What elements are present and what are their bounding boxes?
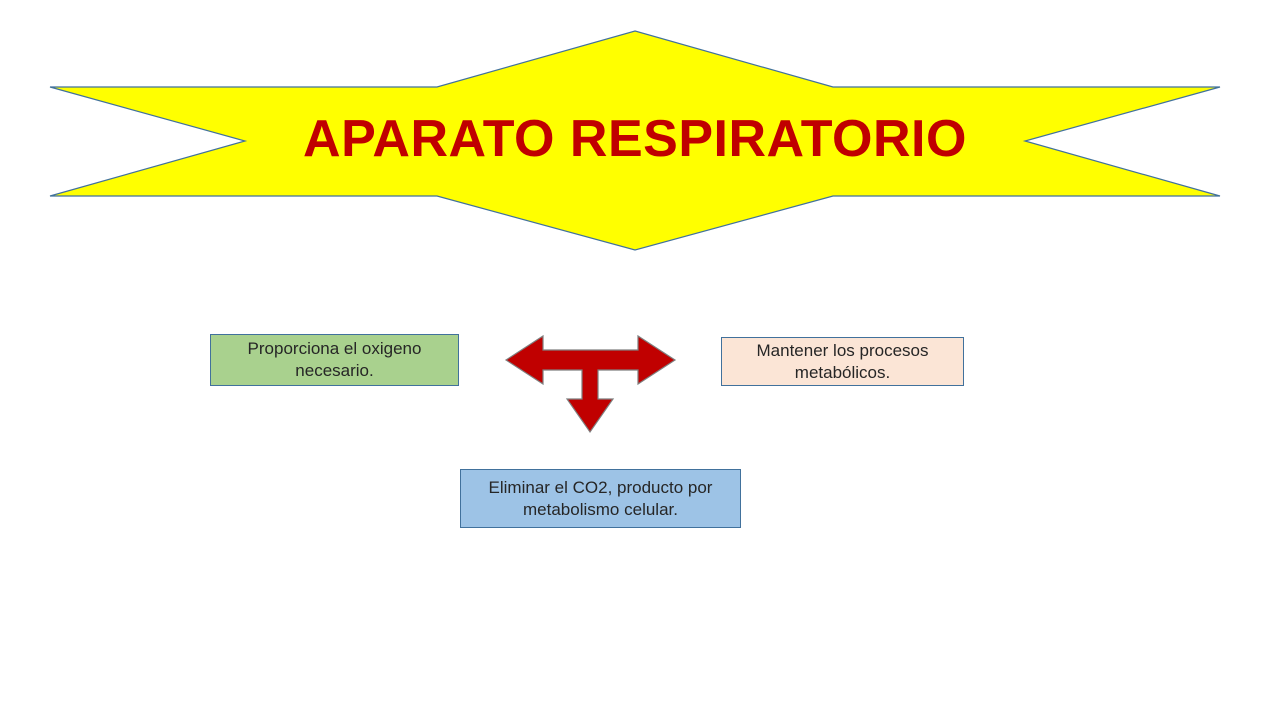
page-title: APARATO RESPIRATORIO xyxy=(303,110,967,168)
box-metabolic-processes-text: Mantener los procesos metabólicos. xyxy=(756,340,929,382)
three-way-arrow-icon xyxy=(504,334,677,434)
title-banner xyxy=(49,30,1221,251)
box-co2-elimination: Eliminar el CO2, producto por metabolism… xyxy=(460,469,741,528)
box-oxygen-text: Proporciona el oxigeno necesario. xyxy=(247,339,422,380)
banner-star-shape xyxy=(49,30,1221,251)
box-oxygen: Proporciona el oxigeno necesario. xyxy=(210,334,459,386)
arrow-shape xyxy=(504,334,677,434)
box-metabolic-processes: Mantener los procesos metabólicos. xyxy=(721,337,964,386)
box-co2-elimination-text: Eliminar el CO2, producto por metabolism… xyxy=(488,477,713,519)
